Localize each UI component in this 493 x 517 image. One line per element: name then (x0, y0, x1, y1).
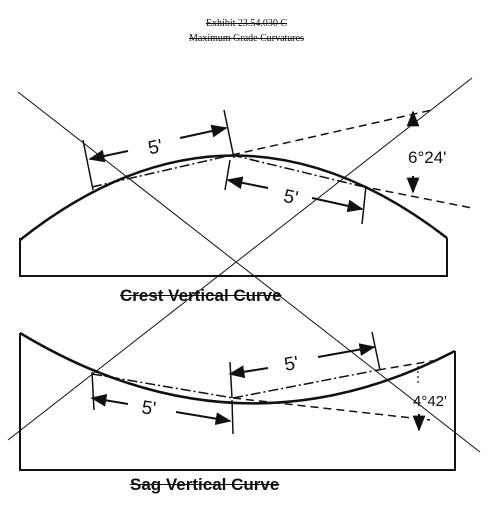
sag-chord-bottom-label: 5' (140, 397, 157, 420)
sag-tick-mid-upper (229, 361, 233, 399)
crest-dim-left-a (88, 149, 129, 163)
crest-base-box (19, 238, 448, 277)
sag-tangent-lower (232, 397, 431, 421)
sag-diagram: 5' 5' 4°42' (19, 331, 456, 471)
crest-dim-right-a (226, 176, 269, 190)
sag-chord-right (232, 369, 379, 399)
sag-dim-top-b (317, 343, 376, 358)
crest-diagram: 5' 5' 6°24' (19, 109, 473, 277)
crest-curve (19, 154, 448, 241)
sag-dim-bottom-b (175, 411, 232, 425)
sag-angle-label: 4°42' (413, 393, 447, 410)
crest-dim-left-b (179, 124, 228, 139)
sag-chord-left (91, 373, 234, 399)
sag-tick-left (91, 371, 95, 411)
crest-tick-mid-upper (223, 109, 235, 159)
crest-chord-left-label: 5' (146, 136, 164, 159)
crest-angle-label: 6°24' (408, 148, 446, 167)
exhibit-title: Exhibit 23.54.030 C (205, 18, 288, 29)
diagonal-line-right (7, 77, 473, 441)
exhibit-subtitle: Maximum Grade Curvatures (189, 33, 304, 44)
crest-chord-right (231, 154, 361, 187)
crest-dim-right-b (311, 197, 364, 213)
sag-caption: Sag Vertical Curve (130, 475, 280, 494)
sag-tangent-upper (377, 359, 439, 371)
sag-tick-mid-lower (231, 399, 234, 435)
crest-tick-right (361, 185, 367, 225)
crest-chord-right-label: 5' (282, 186, 300, 209)
sag-tick-right (371, 331, 381, 371)
crest-tick-mid-lower (224, 159, 231, 191)
crest-tick-left (82, 139, 94, 191)
sag-chord-top-label: 5' (283, 353, 301, 376)
crest-caption: Crest Vertical Curve (120, 286, 282, 305)
crest-tangent-lower (359, 185, 473, 209)
sag-dim-bottom-a (90, 394, 129, 407)
sag-dim-top-a (228, 365, 269, 379)
sag-curve (19, 331, 456, 405)
diagonal-line-left (17, 91, 481, 453)
crest-tangent-upper (231, 109, 433, 156)
crest-chord-left (91, 154, 233, 188)
sag-base-box (19, 333, 456, 471)
